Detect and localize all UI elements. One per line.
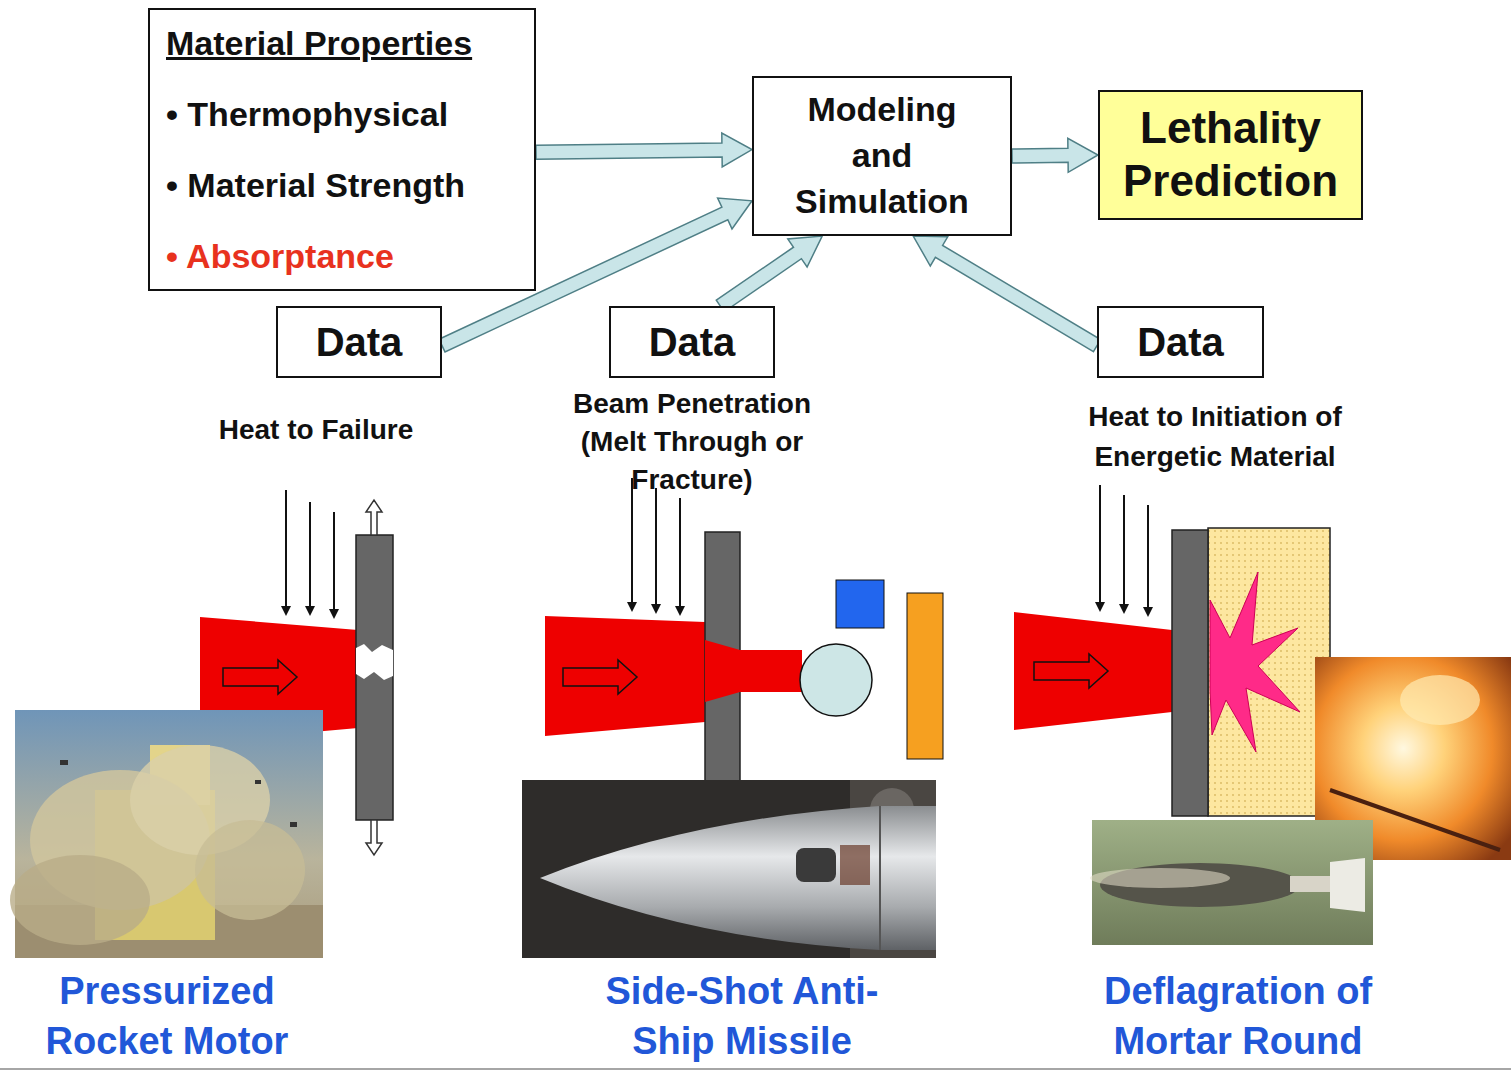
casing-plate: [356, 535, 393, 820]
beam-direction: [223, 660, 297, 694]
data-box: Data: [1097, 306, 1264, 378]
internal-component: [800, 644, 872, 716]
casing-plate: [1172, 530, 1208, 816]
rocket-motor-photo: [10, 710, 323, 958]
bullet-item: • Absorptance: [166, 235, 518, 277]
block-arrow: [1012, 138, 1098, 172]
tension-arrows: [366, 500, 382, 855]
footer-rule: [0, 1068, 1511, 1070]
casing-plate: [705, 532, 740, 782]
box-text: Data: [649, 318, 736, 366]
heat-arrows: [1100, 485, 1148, 615]
internal-component: [907, 593, 943, 759]
property-list-box: Material Properties • Thermophysical • Mat…: [148, 8, 536, 291]
initiation-burst: [1210, 572, 1300, 752]
beam-direction: [1034, 654, 1108, 688]
photo-caption: Deflagration of Mortar Round: [1078, 966, 1398, 1066]
beam-direction: [563, 660, 637, 694]
result-box: Lethality Prediction: [1098, 90, 1363, 220]
energetic-material: [1208, 528, 1330, 816]
box-text: Lethality Prediction: [1111, 102, 1351, 208]
data-box: Data: [609, 306, 775, 378]
missile-photo: [522, 780, 936, 958]
block-arrow: [913, 236, 1100, 352]
box-text: Data: [316, 318, 403, 366]
melt-hole: [705, 640, 740, 702]
box-text: Modeling and Simulation: [780, 87, 985, 225]
block-arrow: [716, 236, 822, 312]
crack: [356, 644, 393, 680]
box-text: Data: [1137, 318, 1224, 366]
bullet-item: • Thermophysical: [166, 93, 518, 135]
bullet-item: • Material Strength: [166, 164, 518, 206]
mechanism-label: Heat to Initiation of Energetic Material: [1062, 397, 1368, 477]
heat-arrows: [286, 490, 334, 617]
process-box: Modeling and Simulation: [752, 76, 1012, 236]
heading: Material Properties: [166, 22, 518, 64]
mortar-photo: [1090, 820, 1373, 945]
mechanism-label: Heat to Failure: [166, 410, 466, 450]
data-box: Data: [276, 306, 442, 378]
mechanism-label: Beam Penetration (Melt Through or Fractu…: [547, 385, 837, 499]
heat-arrows: [632, 478, 680, 614]
laser-beam: [1014, 612, 1172, 730]
penetrating-beam: [740, 650, 802, 692]
internal-component: [836, 580, 884, 628]
photo-caption: Side-Shot Anti-Ship Missile: [582, 966, 902, 1066]
photo-caption: Pressurized Rocket Motor: [7, 966, 327, 1066]
block-arrow: [536, 133, 752, 167]
